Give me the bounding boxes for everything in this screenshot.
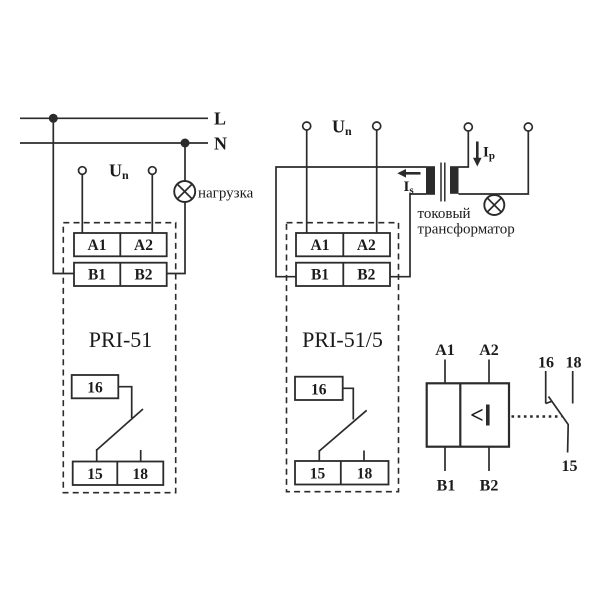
primary-current-arrowhead [473,157,482,167]
wire-phase-to-b1 [52,118,74,275]
relay-body [425,382,511,448]
contact-15-18-box [294,460,390,486]
terminal-a1-label: A1 [311,237,330,254]
terminal-a2-label: A2 [479,342,499,359]
load-lamp-cross [486,197,503,213]
primary-terminal-icon [523,122,534,132]
contact-16-label: 16 [538,355,554,372]
phase-label: L [214,109,226,129]
contact-16-label: 16 [311,381,327,398]
terminal-b2-label: B2 [480,478,499,495]
supply-terminal-icon [371,121,382,131]
contact-16-label: 16 [87,380,103,397]
load-label: нагрузка [198,186,254,202]
contact-15-label: 15 [310,466,326,483]
current-comparator-symbol: < [470,403,484,429]
device-outline [285,221,400,493]
contact-16-lead [118,385,133,418]
secondary-wire-b2 [390,193,426,278]
supply-voltage-label: Un [109,161,129,183]
contact-18-label: 18 [133,466,149,483]
contact-16-lead [342,387,355,420]
terminal-b1-label: B1 [88,267,106,284]
primary-wire-in [458,131,470,168]
terminal-a2-label: A2 [134,237,153,254]
transformer-primary-winding [450,166,459,194]
product-title: PRI-51/5 [302,327,383,352]
terminal-b2-label: B2 [134,267,152,284]
terminal-b1-label: B1 [437,478,456,495]
terminal-block-diagram: A1 A2 < B1 B2 16 18 15 [425,342,582,495]
contact-18-label: 18 [566,355,582,372]
neutral-label: N [214,134,227,154]
secondary-current-label: Is [404,179,415,197]
terminal-b2-label: B2 [357,267,375,284]
terminal-a2-label: A2 [357,237,376,254]
supply-terminal-icon [301,121,312,131]
contact-16-tip [545,400,553,405]
primary-wire-out [458,131,530,195]
transformer-secondary-winding [426,166,435,195]
contact-15-label: 15 [562,458,578,475]
pri51-diagram: L N нагрузка Un A1 A2 B1 B2 PRI-51 [20,109,254,494]
contact-15-label: 15 [87,466,103,483]
contact-blade [96,408,144,451]
transformer-label-line2: трансформатор [418,222,515,238]
product-title: PRI-51 [89,327,153,352]
primary-terminal-icon [463,122,474,132]
contact-18-label: 18 [357,466,373,483]
pri515-diagram: Un токовый трансформатор Ip Is [275,117,534,493]
contact-blade [318,409,368,452]
device-outline [62,221,177,494]
terminal-a1-label: A1 [88,237,107,254]
terminal-b1-label: B1 [311,267,329,284]
terminal-a1-label: A1 [435,342,455,359]
supply-terminal-icon [147,165,157,176]
secondary-current-arrowhead [397,169,406,178]
contact-16-box [70,374,120,400]
supply-voltage-label: Un [332,117,352,139]
primary-current-label: Ip [483,145,495,163]
transformer-label-line1: токовый [418,206,471,222]
contact-blade [547,396,570,453]
supply-terminal-icon [77,165,87,176]
load-lamp-cross [176,183,193,200]
